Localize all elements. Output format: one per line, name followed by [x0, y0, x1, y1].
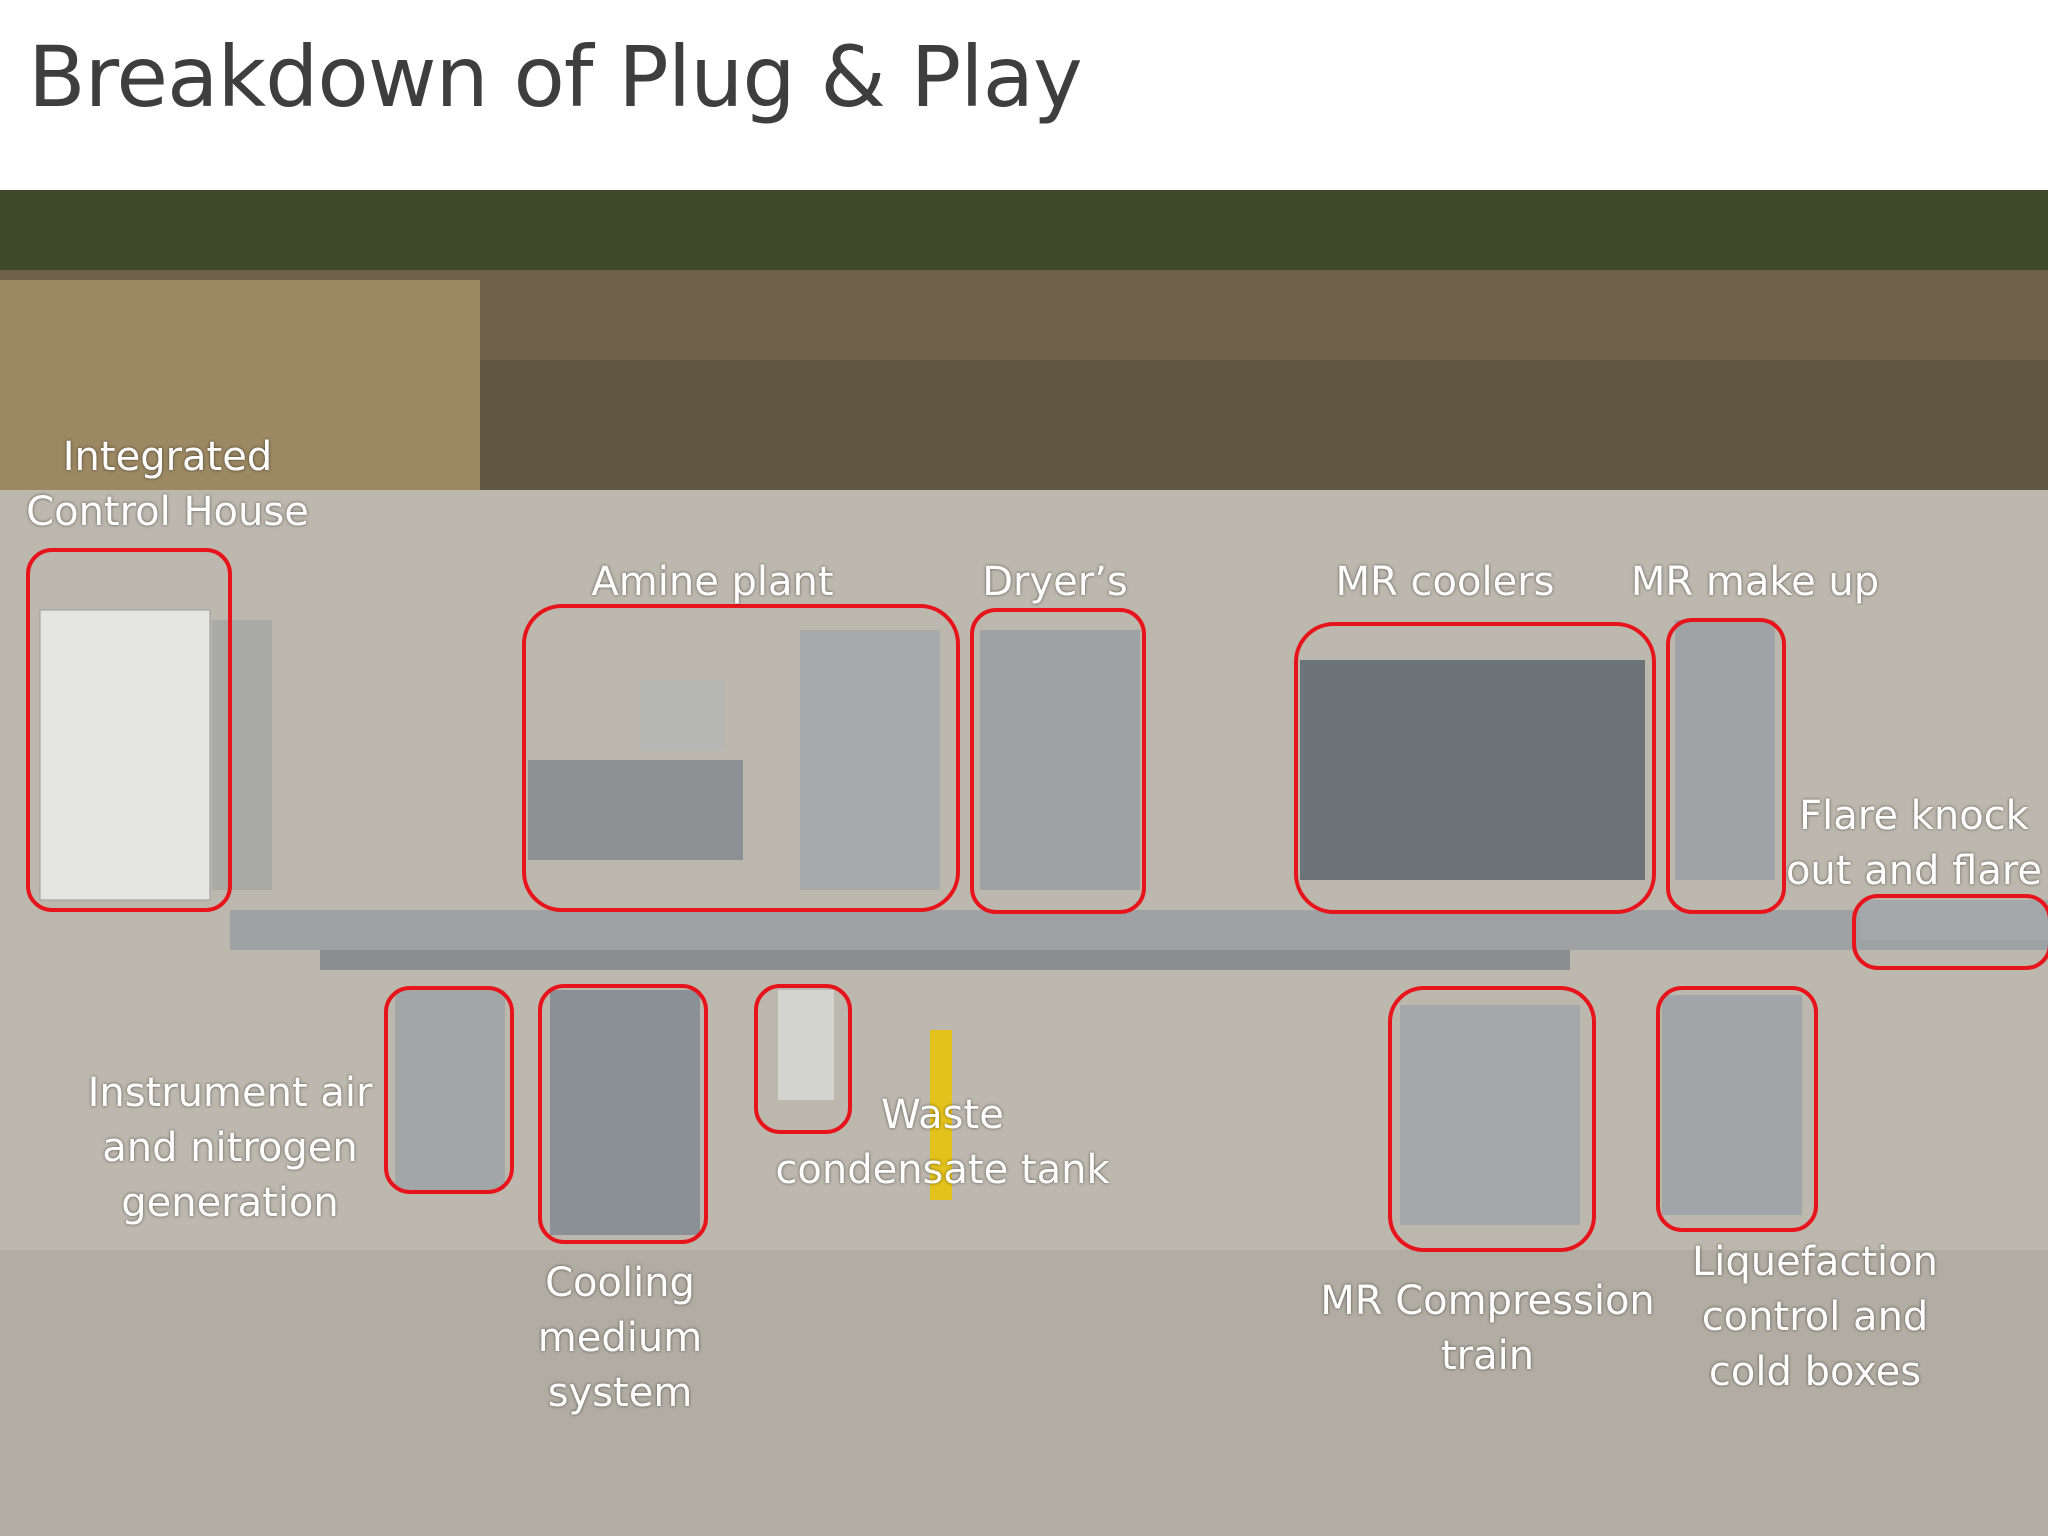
yellow-crane — [930, 1030, 952, 1200]
dark-soil — [480, 360, 2048, 500]
label-mr-coolers: MR coolers — [1335, 559, 1555, 605]
mr-makeup-highlight — [1666, 618, 1786, 914]
amine-piping — [800, 630, 940, 890]
aerial-plant-photo — [0, 190, 2048, 1536]
instrument-air-unit — [395, 990, 505, 1190]
waste-tank-highlight — [754, 984, 852, 1134]
control-house-annex — [212, 620, 272, 890]
flare-highlight — [1852, 894, 2048, 970]
label-waste-tank: Waste condensate tank — [775, 1092, 1110, 1193]
label-flare: Flare knock out and flare — [1785, 793, 2043, 894]
mr-cooler-bank — [1300, 660, 1645, 880]
label-control-house: Integrated Control House — [26, 434, 309, 535]
sand-patch — [0, 280, 480, 490]
amine-roof — [528, 760, 743, 860]
liquefaction-unit — [1662, 995, 1802, 1215]
label-dryers: Dryer’s — [982, 559, 1128, 605]
cooling-medium-unit — [550, 990, 700, 1235]
flare-unit — [1860, 900, 2048, 940]
liquefaction-highlight — [1656, 986, 1818, 1232]
label-amine-plant: Amine plant — [591, 559, 834, 605]
label-instrument-air: Instrument air and nitrogen generation — [87, 1070, 373, 1226]
page-title: Breakdown of Plug & Play — [28, 28, 1083, 126]
waste-tank — [778, 990, 834, 1100]
dryers-highlight — [970, 608, 1146, 914]
label-mr-makeup: MR make up — [1630, 559, 1880, 605]
instrument-air-highlight — [384, 986, 514, 1194]
dryers-unit — [980, 630, 1140, 890]
lower-ground — [0, 1250, 2048, 1536]
mr-makeup-unit — [1675, 620, 1775, 880]
aerial-scene — [0, 190, 2048, 1536]
mr-compression-highlight — [1388, 986, 1596, 1252]
pipe-rack — [230, 910, 2048, 950]
label-mr-compression: MR Compression train — [1320, 1278, 1655, 1379]
tree-line — [0, 190, 2048, 280]
amine-plant-highlight — [522, 604, 960, 912]
mr-compression-unit — [1400, 1005, 1580, 1225]
control-house-highlight — [26, 548, 232, 912]
label-liquefaction: Liquefaction control and cold boxes — [1692, 1239, 1938, 1395]
amine-unit — [640, 680, 725, 750]
pipe-rack-shadow — [320, 950, 1570, 970]
label-cooling-medium: Cooling medium system — [537, 1260, 703, 1416]
control-house-roof — [39, 609, 211, 901]
cooling-medium-highlight — [538, 984, 708, 1244]
mr-coolers-highlight — [1294, 622, 1656, 914]
